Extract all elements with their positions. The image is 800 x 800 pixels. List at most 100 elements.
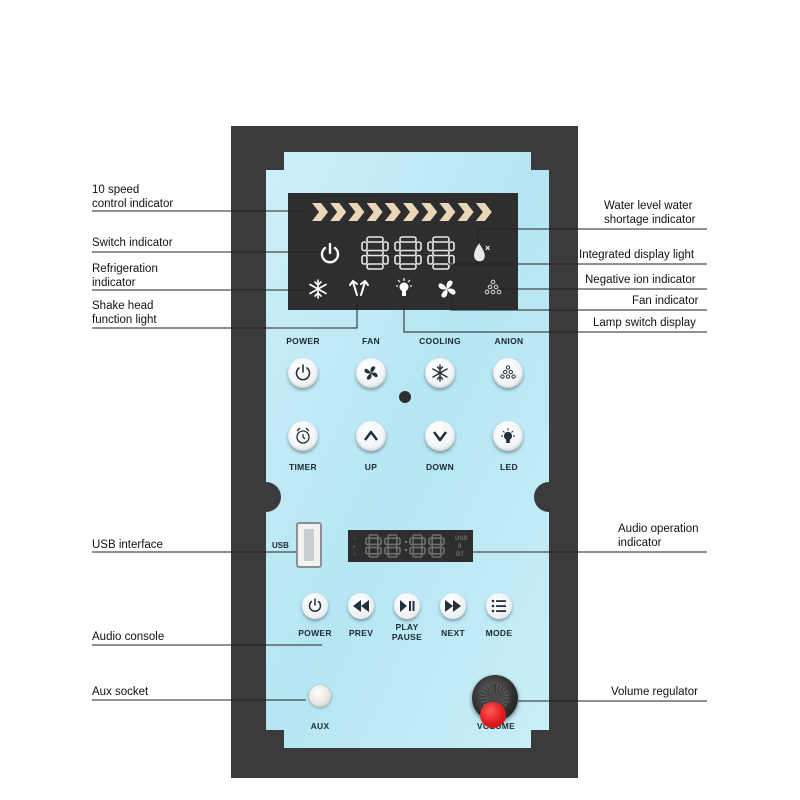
callout-aux: Aux socket — [92, 686, 149, 698]
cooling-button[interactable] — [425, 358, 455, 388]
digit-segment — [366, 249, 384, 257]
digit-segment — [395, 546, 401, 555]
aux-label: AUX — [310, 721, 330, 731]
speed-chevron — [439, 203, 456, 221]
leader-shake — [92, 303, 358, 329]
fan-indicator-icon — [438, 280, 456, 298]
audio-bt-indicator: BT — [456, 552, 464, 558]
prev-button[interactable] — [348, 593, 374, 619]
mode-button[interactable] — [486, 593, 512, 619]
digit-segment — [412, 552, 423, 558]
digit-segment — [368, 534, 379, 540]
main-lcd-content: × — [309, 203, 502, 299]
up-label: UP — [364, 462, 378, 472]
chevron-down-icon — [432, 431, 448, 442]
bulb-icon — [501, 428, 515, 443]
digit-segment — [448, 241, 455, 252]
digit-segment — [421, 537, 426, 546]
main-lcd-digits: 888 — [360, 236, 460, 275]
digit-segment — [399, 236, 417, 243]
digit-segment — [361, 254, 368, 265]
power-icon — [295, 364, 311, 381]
callout-audio: Audio console — [92, 631, 165, 643]
switch-indicator-icon — [320, 242, 340, 264]
timer-button[interactable] — [288, 421, 318, 451]
digit-segment — [409, 546, 415, 555]
digit-segment — [415, 241, 422, 252]
shake-head-icon — [349, 279, 369, 296]
digit-segment — [387, 543, 398, 549]
callout-speed: 10 speed control indicator — [92, 184, 174, 210]
callout-audioop: Audio operation indicator — [618, 523, 699, 549]
digit-segment — [394, 241, 401, 252]
anion-label: ANION — [494, 336, 524, 346]
svg-text:»: » — [353, 552, 357, 558]
digit-segment — [387, 552, 398, 558]
next-label: NEXT — [441, 628, 465, 638]
chevron-up-icon — [363, 430, 379, 441]
callout-volume: Volume regulator — [611, 686, 698, 698]
usb-port-slot — [304, 529, 314, 561]
aux-socket[interactable] — [309, 685, 331, 707]
digit-segment — [431, 552, 442, 558]
callout-usb: USB interface — [92, 539, 163, 551]
speed-chevron — [312, 203, 328, 221]
digit-segment — [376, 546, 382, 555]
digit-segment — [368, 543, 379, 549]
down-label: DOWN — [425, 462, 455, 472]
speed-chevron — [475, 203, 492, 221]
digit-segment — [412, 534, 423, 540]
digit-segment — [428, 537, 434, 546]
led-button[interactable] — [493, 421, 523, 451]
audio-power-button[interactable] — [302, 593, 328, 619]
fast-forward-icon — [445, 600, 461, 612]
next-button[interactable] — [440, 593, 466, 619]
up-button[interactable] — [356, 421, 386, 451]
digit-segment — [440, 546, 445, 555]
water-shortage-icon: × — [474, 243, 490, 262]
digit-segment — [431, 534, 442, 540]
digit-segment — [440, 537, 445, 546]
down-button[interactable] — [425, 421, 455, 451]
fan-icon — [364, 366, 378, 380]
alarm-clock-icon — [296, 427, 310, 444]
digit-segment — [409, 537, 415, 546]
digit-segment — [366, 236, 384, 243]
callout-lamp: Lamp switch display — [593, 317, 696, 329]
digit-segment — [432, 236, 450, 243]
audio-usb-indicator: USB — [455, 536, 468, 542]
play-pause-label: PLAY PAUSE — [391, 622, 423, 642]
digit-segment — [432, 249, 450, 257]
speed-chevron — [348, 203, 365, 221]
digit-segment — [427, 241, 434, 252]
speed-chevron — [330, 203, 347, 221]
mode-label: MODE — [485, 628, 513, 638]
play-pause-button[interactable] — [394, 593, 420, 619]
power-button[interactable] — [288, 358, 318, 388]
power-icon — [308, 598, 322, 612]
digit-segment — [384, 537, 390, 546]
digit-segment — [394, 254, 401, 265]
svg-text:«: « — [353, 536, 357, 542]
fan-button[interactable] — [356, 358, 386, 388]
lamp-icon — [396, 278, 412, 296]
callout-ion: Negative ion indicator — [585, 274, 696, 286]
leader-water — [477, 228, 707, 245]
led-label: LED — [500, 462, 518, 472]
callout-water: Water level water shortage indicator — [604, 200, 696, 226]
digit-segment — [387, 534, 398, 540]
digit-segment — [395, 537, 401, 546]
anion-button[interactable] — [493, 358, 523, 388]
digit-segment — [399, 249, 417, 257]
digit-segment — [361, 241, 368, 252]
speed-chevron — [421, 203, 438, 221]
speed-chevron — [403, 203, 419, 221]
volume-knob-cap[interactable] — [480, 702, 506, 728]
digit-segment — [365, 546, 371, 555]
svg-text:×: × — [485, 243, 490, 253]
usb-port[interactable] — [296, 522, 322, 568]
refrigeration-icon — [309, 279, 327, 299]
digit-segment — [376, 537, 382, 546]
colon-dot — [404, 548, 408, 552]
